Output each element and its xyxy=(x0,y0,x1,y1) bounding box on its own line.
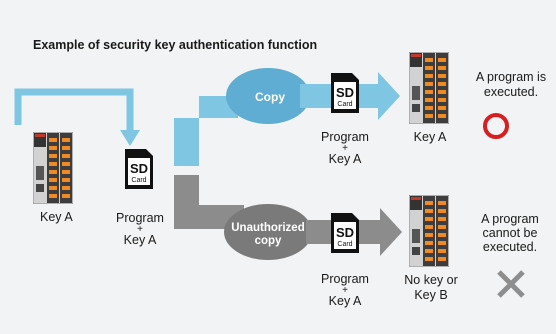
copy-label: Copy xyxy=(255,90,285,104)
unauthorized-label-2: copy xyxy=(255,235,282,247)
sd-card-sublabel: Card xyxy=(337,241,352,248)
copy-device-label: Key A xyxy=(413,130,447,144)
unauthorized-device-label: No key or Key B xyxy=(399,273,463,303)
diagram-title: Example of security key authentication f… xyxy=(33,38,318,52)
caption-line: Key A xyxy=(328,294,362,308)
caption-plus: + xyxy=(342,285,348,296)
unauthorized-label-1: Unauthorized xyxy=(231,222,304,234)
plc-device-icon xyxy=(409,52,449,124)
result-line: executed. xyxy=(483,85,539,99)
caption-plus: + xyxy=(342,143,348,154)
result-line: cannot be xyxy=(482,226,538,240)
copy-result-text: A program is executed. xyxy=(466,70,556,100)
copy-ellipse xyxy=(226,68,310,124)
sd-card-sublabel: Card xyxy=(337,101,352,108)
plc-device-icon xyxy=(33,132,73,204)
device-line: Key B xyxy=(414,288,448,302)
caption-plus: + xyxy=(137,224,143,235)
sd-card-sublabel: Card xyxy=(131,177,146,184)
sd-card-icon: SD Card xyxy=(331,213,359,253)
sd-card-icon: SD Card xyxy=(331,73,359,113)
left-device-label: Key A xyxy=(40,210,73,224)
caption-line: Program xyxy=(321,130,369,144)
sd-card-icon: SD Card xyxy=(125,149,153,189)
sd-card-label: SD xyxy=(130,161,148,176)
plc-device-icon xyxy=(409,195,449,267)
caption-line: Program xyxy=(116,211,164,225)
left-elbow-arrowhead xyxy=(120,130,140,146)
caption-line: Key A xyxy=(123,233,157,247)
left-card-caption: Program + Key A xyxy=(108,212,172,247)
result-line: A program is xyxy=(475,70,547,84)
left-elbow-arrow xyxy=(14,88,134,133)
device-line: No key or xyxy=(404,273,458,287)
copy-card-caption: Program + Key A xyxy=(313,131,377,166)
unauthorized-card-caption: Program + Key A xyxy=(313,273,377,308)
result-line: A program xyxy=(481,212,539,226)
caption-line: Program xyxy=(321,272,369,286)
sd-card-label: SD xyxy=(336,225,354,240)
unauthorized-result-text: A program cannot be executed. xyxy=(468,212,552,254)
ng-cross-icon xyxy=(497,270,525,298)
caption-line: Key A xyxy=(328,152,362,166)
unauthorized-ellipse xyxy=(224,204,312,260)
result-line: executed. xyxy=(482,240,538,254)
ok-circle-icon xyxy=(483,113,509,139)
sd-card-label: SD xyxy=(336,85,354,100)
